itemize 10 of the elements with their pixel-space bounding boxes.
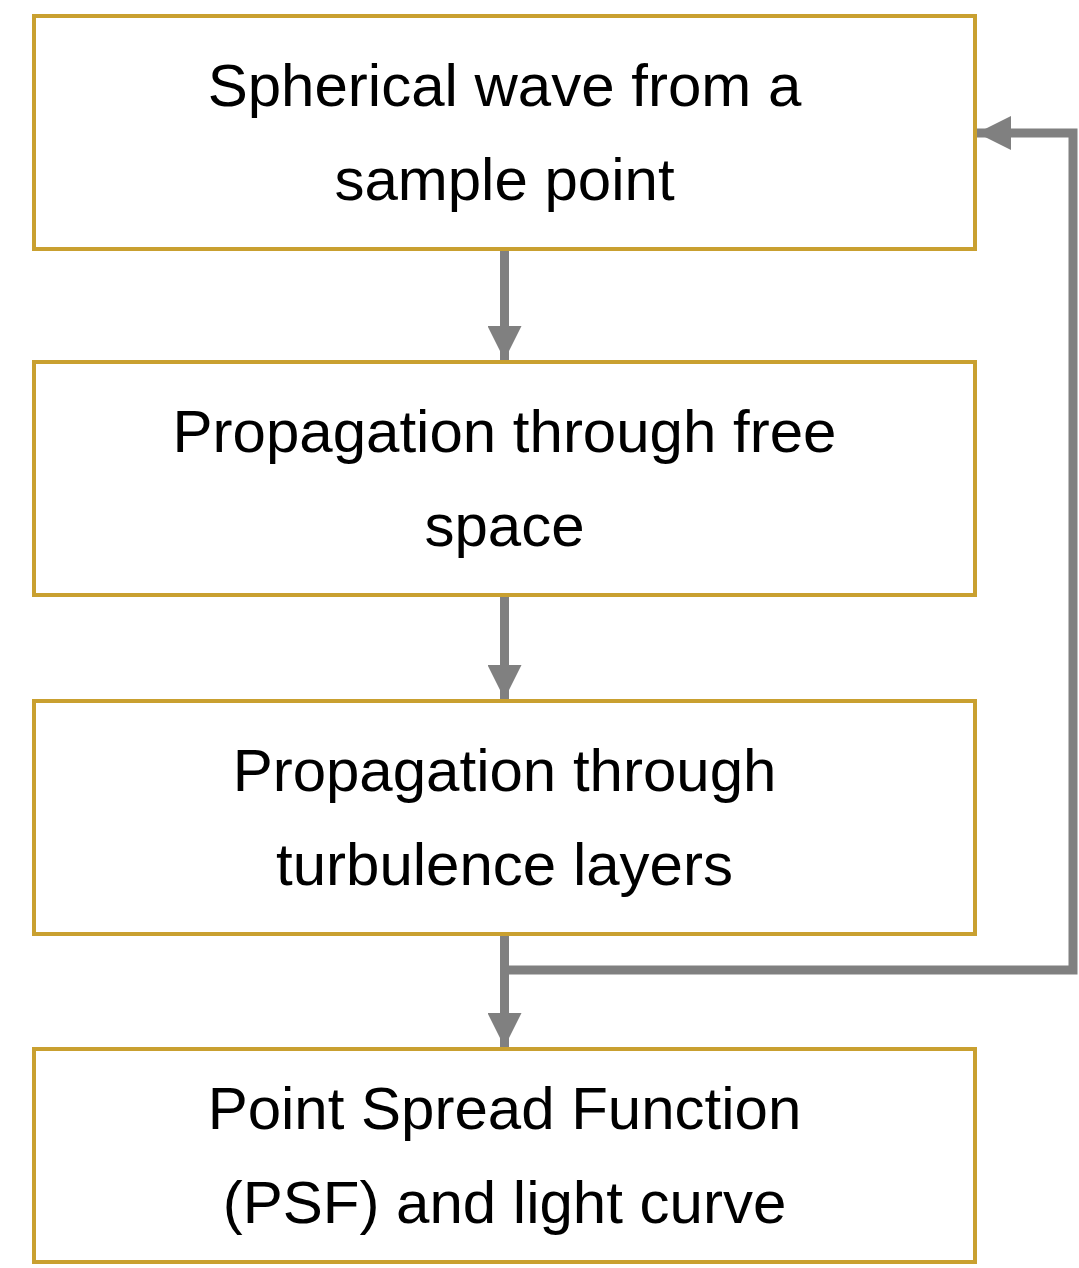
box-label: Propagation through free space: [171, 396, 838, 561]
process-box: [32, 1047, 977, 1264]
process-box: [32, 699, 977, 936]
box-label: Spherical wave from a sample point: [206, 50, 803, 215]
box-label: Point Spread Function (PSF) and light curve: [206, 1073, 803, 1238]
process-box: [32, 360, 977, 597]
arrow: [487, 251, 522, 360]
arrow: [487, 597, 522, 699]
box-label: Propagation through turbulence layers: [231, 735, 778, 900]
process-box: [32, 14, 977, 251]
